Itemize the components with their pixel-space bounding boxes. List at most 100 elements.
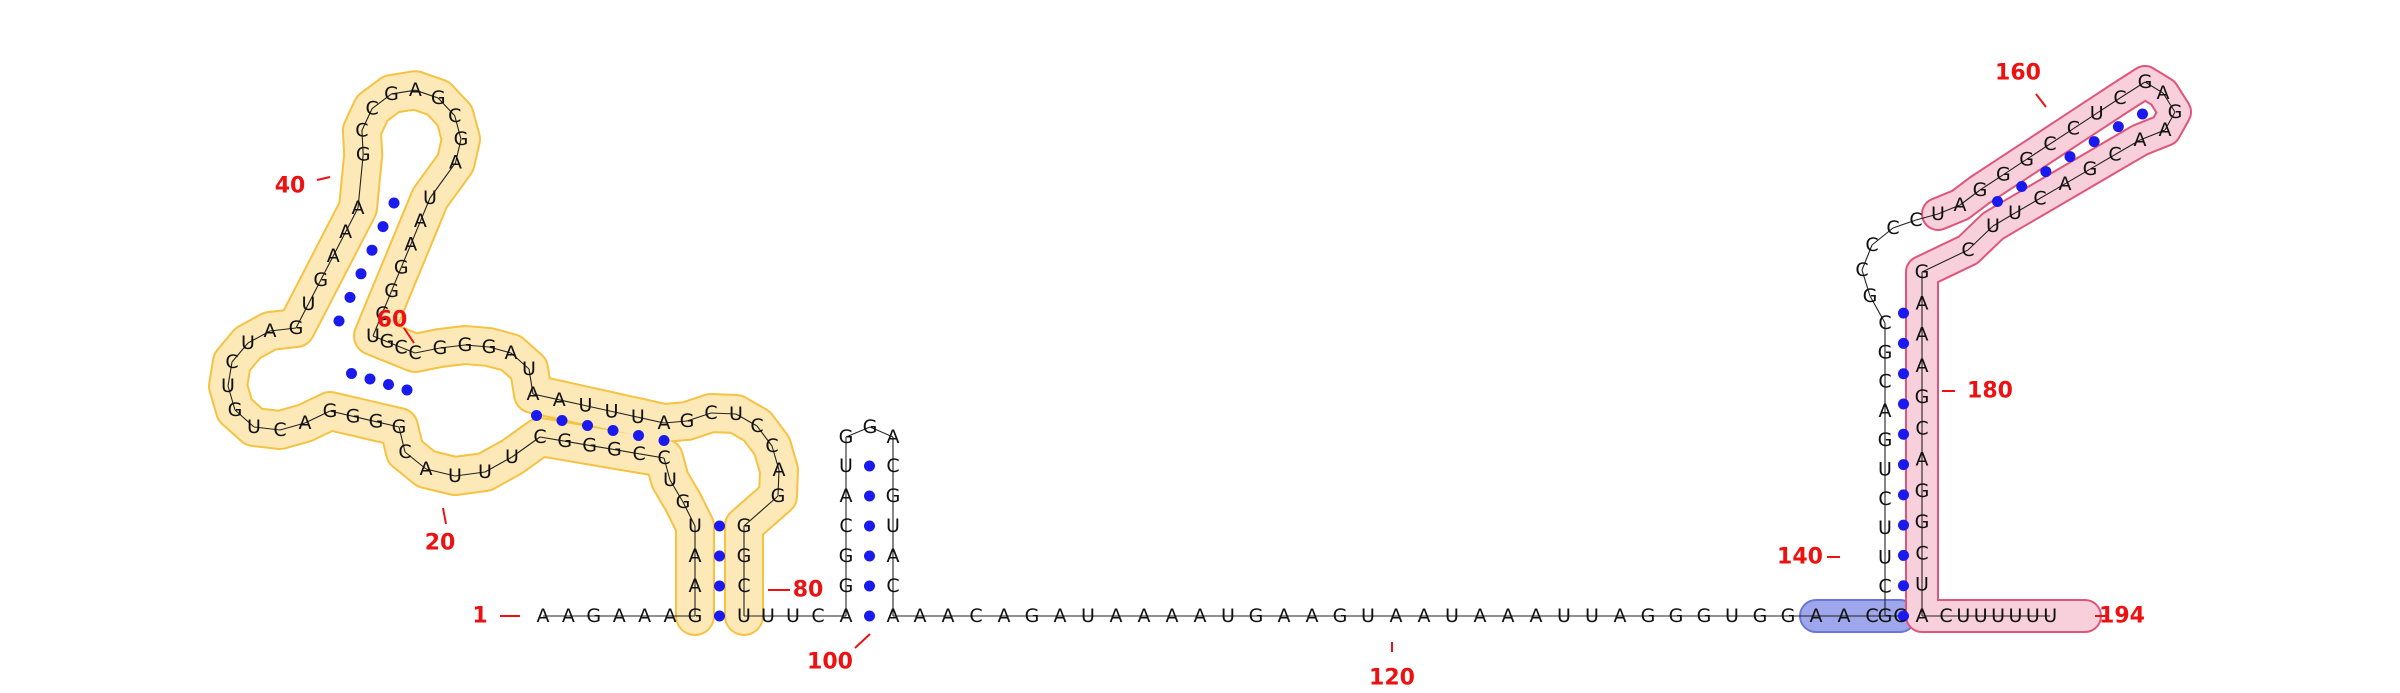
nucleotide-106: A [1054,605,1067,627]
backbone-link [611,410,638,418]
base-pair-dot [1898,428,1909,440]
backbone-link [614,449,640,455]
backbone-link [2089,154,2116,170]
nucleotide-6: A [664,605,677,627]
nucleotide-108: A [1110,605,1123,627]
nucleotide-130: U [1725,605,1739,627]
base-pair-dot [607,425,619,436]
backbone-link [429,162,456,199]
label-tick-160 [2035,93,2047,108]
nucleotide-91: U [839,455,853,477]
nucleotide-28: A [299,412,312,434]
base-pair-dot [714,520,725,532]
nucleotide-126: A [1614,605,1627,627]
backbone-link [391,267,402,292]
nucleotide-101: A [914,605,927,627]
backbone-link [1915,213,1939,221]
nucleotide-178: G [1915,386,1930,408]
nucleotide-50: A [449,152,462,174]
base-pair-dot [1898,580,1909,592]
base-pair-dot [864,520,875,532]
nucleotide-33: C [225,351,238,373]
nucleotide-162: G [2138,71,2153,93]
backbone-link [1992,212,2016,227]
base-pair-dot [2112,121,2124,133]
nucleotide-163: A [2157,82,2170,104]
backbone-link [357,154,364,209]
nucleotide-156: G [1996,164,2011,186]
base-pair-dot [2137,108,2148,120]
nucleotide-115: A [1306,605,1319,627]
nucleotide-92: G [839,426,854,448]
nucleotide-144: A [1879,400,1892,422]
nucleotide-153: U [1931,203,1945,225]
position-label-140: 140 [1777,545,1823,570]
backbone-link [589,444,615,451]
backbone-link [686,412,712,422]
backbone-link [2014,197,2041,214]
nucleotide-138: C [1878,576,1891,598]
backbone-link [439,344,466,349]
base-pair-dot [864,610,875,622]
base-pair-dot [1992,196,2003,207]
nucleotide-17: G [557,430,572,452]
nucleotide-31: G [228,399,243,421]
backbone-link [777,469,780,497]
nucleotide-125: U [1585,605,1599,627]
nucleotide-36: G [289,317,304,339]
backbone-link [2162,92,2176,113]
position-label-120: 120 [1369,666,1415,691]
nucleotide-52: A [414,210,427,232]
backbone-link [231,342,249,363]
backbone-link [400,244,412,268]
nucleotide-128: G [1669,605,1684,627]
nucleotide-192: U [2043,605,2057,627]
backbone-link [398,426,406,453]
nucleotide-55: G [384,280,399,302]
nucleotide-105: G [1025,605,1040,627]
nucleotide-164: G [2168,101,2183,123]
backbone-link [539,436,565,442]
nucleotide-134: A [1838,605,1851,627]
backbone-link [414,347,441,354]
nucleotide-166: A [2134,129,2147,151]
nucleotide-9: A [689,545,702,567]
nucleotide-49: G [454,128,469,150]
backbone-link [585,405,612,412]
nucleotide-169: A [2059,173,2072,195]
backbone-link [1861,244,1873,271]
nucleotide-57: U [366,325,380,347]
backbone-link [682,501,696,527]
nucleotide-20: U [478,461,492,483]
backbone-link [437,97,456,117]
nucleotide-176: A [1916,324,1929,346]
base-pair-dot [556,415,568,426]
nucleotide-90: A [840,485,853,507]
nucleotide-160: U [2090,102,2104,124]
backbone-link [304,410,331,424]
nucleotide-54: G [394,257,409,279]
base-pair-dot [346,368,357,379]
nucleotide-65: U [522,358,536,380]
nucleotide-97: U [886,515,900,537]
nucleotide-67: A [553,389,566,411]
position-label-1: 1 [472,604,487,629]
base-pair-dot [2064,151,2076,163]
nucleotide-187: U [1956,605,1970,627]
backbone-link [227,361,233,387]
nucleotide-74: U [729,403,743,425]
base-pair-dot [355,268,367,280]
backbone-link [2139,129,2166,141]
nucleotide-148: G [1863,285,1878,307]
label-tick-40 [316,176,331,181]
base-pair-dot [658,435,670,446]
position-label-100: 100 [807,650,853,675]
backbone-link [1979,174,2004,191]
nucleotide-40: A [339,221,352,243]
nucleotide-189: U [1991,605,2005,627]
nucleotide-180: A [1916,449,1929,471]
nucleotide-191: U [2026,605,2040,627]
nucleotide-103: C [969,605,982,627]
backbone-link [2144,81,2164,94]
